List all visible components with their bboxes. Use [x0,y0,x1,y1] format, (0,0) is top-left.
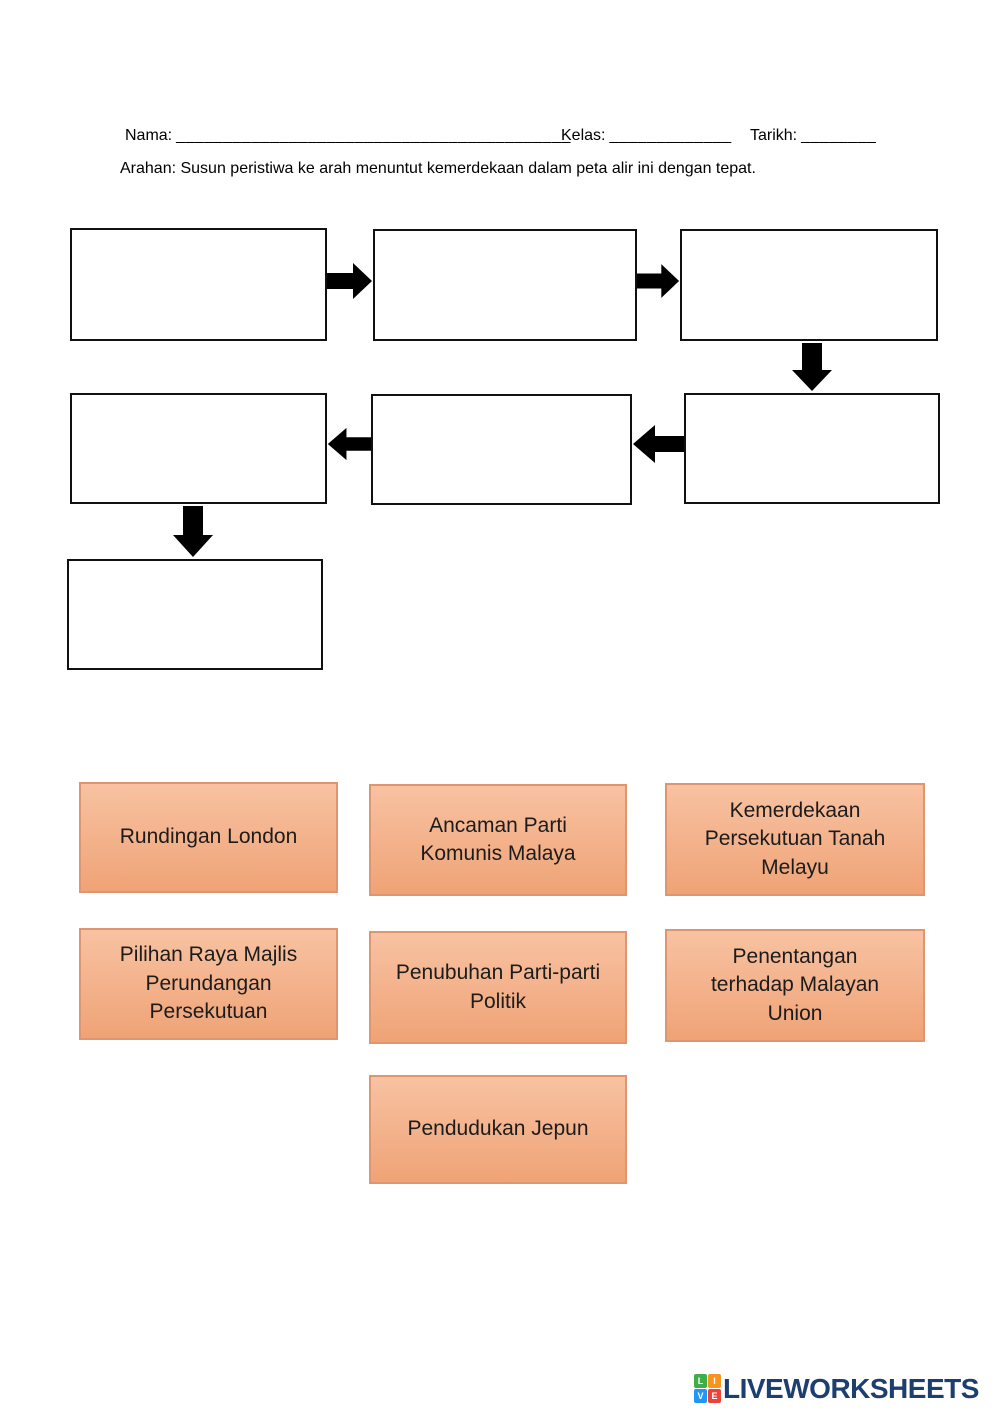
flow-slot-7[interactable] [67,559,323,670]
flow-slot-2[interactable] [373,229,637,341]
answer-card-ancaman-parti-komunis[interactable]: Ancaman Parti Komunis Malaya [369,784,627,896]
class-blank: _____________ [609,127,732,144]
logo-tile-e: E [708,1389,721,1403]
arrow-left-icon [632,423,684,465]
arrow-right-icon [327,261,373,301]
card-label: Penubuhan Parti-parti Politik [395,961,601,1013]
answer-card-rundingan-london[interactable]: Rundingan London [79,782,338,893]
instruction-text: Arahan: Susun peristiwa ke arah menuntut… [120,160,756,177]
card-label: Pendudukan Jepun [407,1117,589,1141]
name-blank: ________________________________________… [176,127,571,144]
name-row: Nama:___________________________________… [125,127,571,145]
logo-tile-i: I [708,1374,721,1388]
answer-card-kemerdekaan-persekutuan[interactable]: Kemerdekaan Persekutuan Tanah Melayu [665,783,925,896]
answer-card-penubuhan-parti[interactable]: Penubuhan Parti-parti Politik [369,931,627,1044]
card-label: Penentangan terhadap Malayan Union [710,944,880,1025]
arrow-right-icon [637,261,680,301]
liveworksheets-logo[interactable]: L I V E LIVEWORKSHEETS [694,1374,979,1403]
logo-tile-v: V [694,1389,707,1403]
arrow-left-icon [327,423,371,465]
date-row: Tarikh:________ [750,127,876,145]
date-label: Tarikh: [750,127,798,144]
logo-wordmark: LIVEWORKSHEETS [723,1372,979,1404]
arrow-down-icon [791,343,833,392]
flow-slot-4[interactable] [684,393,940,504]
answer-card-penentangan-malayan-union[interactable]: Penentangan terhadap Malayan Union [665,929,925,1042]
name-label: Nama: [125,127,173,144]
date-blank: ________ [801,127,877,144]
flow-slot-5[interactable] [371,394,632,505]
arrow-down-icon [172,506,214,558]
logo-tile-l: L [694,1374,707,1388]
liveworksheets-tiles-icon: L I V E [694,1374,721,1403]
card-label: Pilihan Raya Majlis Perundangan Persekut… [119,943,298,1024]
card-label: Rundingan London [119,825,298,849]
card-label: Ancaman Parti Komunis Malaya [420,813,576,865]
flow-slot-3[interactable] [680,229,938,341]
card-label: Kemerdekaan Persekutuan Tanah Melayu [704,798,886,879]
flow-slot-1[interactable] [70,228,327,341]
class-row: Kelas:_____________ [561,127,732,145]
flow-slot-6[interactable] [70,393,327,504]
answer-card-pendudukan-jepun[interactable]: Pendudukan Jepun [369,1075,627,1184]
answer-card-pilihan-raya[interactable]: Pilihan Raya Majlis Perundangan Persekut… [79,928,338,1040]
class-label: Kelas: [561,127,606,144]
